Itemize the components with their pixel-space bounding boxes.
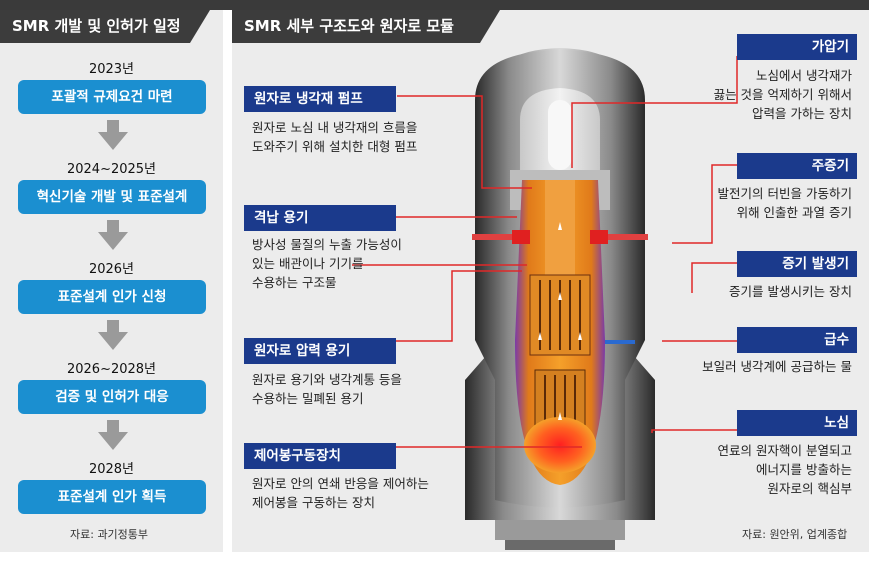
structure-header: SMR 세부 구조도와 원자로 모듈 xyxy=(232,10,480,43)
schedule-source: 자료: 과기정통부 xyxy=(70,528,149,541)
down-arrow-icon xyxy=(98,220,128,250)
step-pill: 포괄적 규제요건 마련 xyxy=(18,80,206,114)
step-year: 2026년 xyxy=(88,262,135,277)
step-pill: 표준설계 인가 신청 xyxy=(18,280,206,314)
step-pill: 혁신기술 개발 및 표준설계 xyxy=(18,180,206,214)
label-coolant-pump: 원자로 냉각재 펌프 xyxy=(244,86,396,112)
label-feedwater: 급수 xyxy=(737,327,857,353)
down-arrow-icon xyxy=(98,320,128,350)
schedule-header-tab xyxy=(190,10,210,43)
label-pressure-vessel: 원자로 압력 용기 xyxy=(244,338,396,364)
step-year: 2024~2025년 xyxy=(66,162,157,177)
desc-steam-generator: 증기를 발생시키는 장치 xyxy=(729,284,852,299)
label-core: 노심 xyxy=(737,410,857,436)
label-containment: 격납 용기 xyxy=(244,205,396,231)
step-year: 2023년 xyxy=(88,62,135,77)
step-pill: 검증 및 인허가 대응 xyxy=(18,380,206,414)
step-pill: 표준설계 인가 획득 xyxy=(18,480,206,514)
label-pressurizer: 가압기 xyxy=(737,34,857,60)
desc-feedwater: 보일러 냉각계에 공급하는 물 xyxy=(702,359,852,374)
label-main-steam: 주증기 xyxy=(737,153,857,179)
down-arrow-icon xyxy=(98,420,128,450)
label-control-rod-drive: 제어봉구동장치 xyxy=(244,443,396,469)
schedule-header: SMR 개발 및 인허가 일정 xyxy=(0,10,190,43)
top-bar xyxy=(0,0,869,10)
down-arrow-icon xyxy=(98,120,128,150)
step-year: 2026~2028년 xyxy=(66,362,157,377)
reactor-illustration xyxy=(465,48,655,550)
label-steam-generator: 증기 발생기 xyxy=(737,251,857,277)
structure-header-tab xyxy=(480,10,500,43)
structure-source: 자료: 원안위, 업계종합 xyxy=(742,528,848,541)
step-year: 2028년 xyxy=(88,462,135,477)
